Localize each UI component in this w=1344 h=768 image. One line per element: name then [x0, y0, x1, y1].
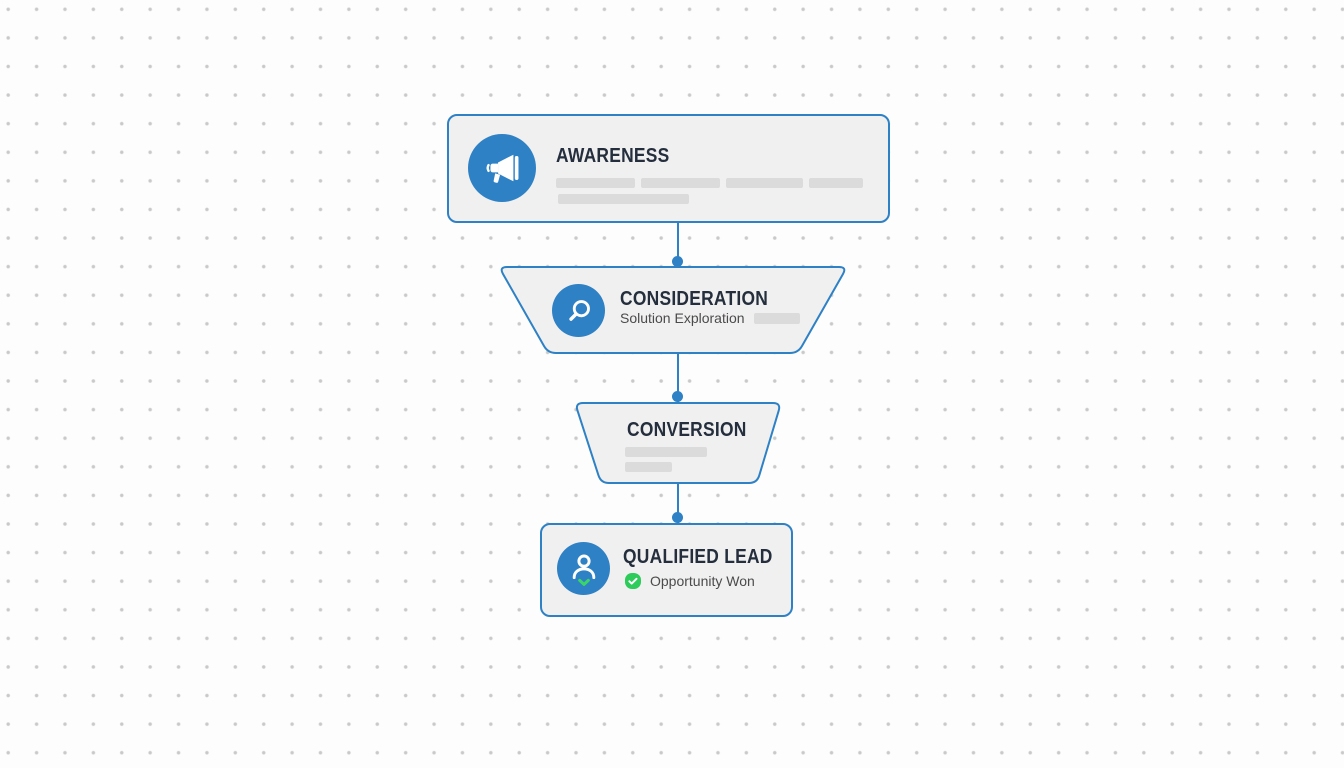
stage-title-qualified-lead: QUALIFIED LEAD: [623, 546, 773, 568]
placeholder-bar: [809, 178, 863, 188]
stage-node-consideration[interactable]: CONSIDERATION Solution Exploration: [497, 266, 849, 354]
placeholder-bar: [726, 178, 803, 188]
placeholder-bar: [753, 312, 800, 324]
megaphone-icon: [468, 134, 536, 202]
connector-line-conversion-qualified-lead: [677, 482, 679, 524]
stage-title-awareness: AWARENESS: [556, 145, 670, 167]
check-icon: [625, 573, 641, 589]
connector-handle-qualified-lead[interactable]: [672, 512, 683, 523]
search-icon: [552, 284, 605, 337]
placeholder-bar: [625, 462, 672, 472]
connector-line-awareness-consideration: [677, 222, 679, 267]
placeholder-bar: [558, 194, 689, 204]
connector-handle-consideration[interactable]: [672, 256, 683, 267]
stage-title-conversion: CONVERSION: [627, 419, 747, 441]
stage-subtitle-qualified-lead: Opportunity Won: [650, 573, 755, 589]
placeholder-bar: [556, 178, 635, 188]
stage-subtitle-consideration: Solution Exploration: [620, 310, 745, 326]
placeholder-bar: [625, 447, 707, 457]
stage-node-conversion[interactable]: CONVERSION: [574, 402, 782, 484]
stage-node-awareness[interactable]: AWARENESS: [447, 114, 890, 223]
connector-line-consideration-conversion: [677, 352, 679, 403]
stage-node-qualified-lead[interactable]: QUALIFIED LEAD Opportunity Won: [540, 523, 793, 617]
placeholder-row: [556, 178, 863, 188]
placeholder-bar: [641, 178, 720, 188]
stage-title-consideration: CONSIDERATION: [620, 288, 769, 310]
person-icon: [557, 542, 610, 595]
connector-handle-conversion[interactable]: [672, 391, 683, 402]
